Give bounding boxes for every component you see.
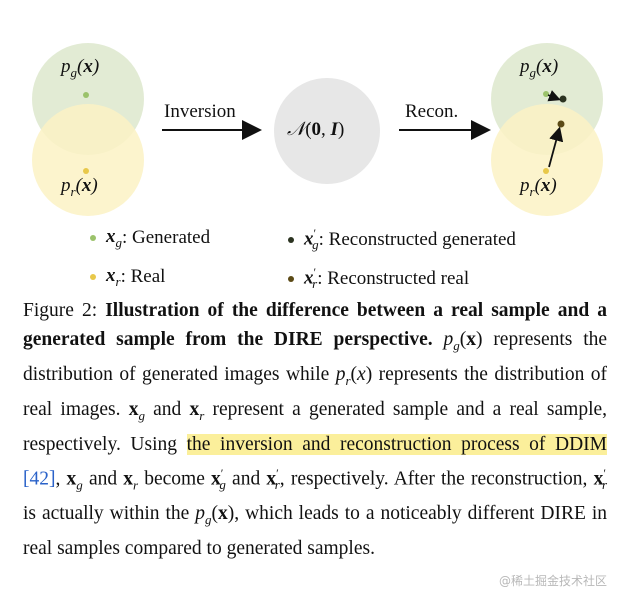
- right-real-arrow: [548, 126, 564, 168]
- caption-text-3: and: [153, 398, 182, 420]
- legend-recon-real-dot: [288, 275, 294, 282]
- caption-text-4: represent a generated sample and a real …: [23, 398, 608, 455]
- left-pr-label: pr(x): [61, 175, 98, 199]
- watermark: @稀土掘金技术社区: [498, 574, 607, 588]
- caption-title: Illustration of the difference between a…: [23, 300, 607, 350]
- legend-reconstructed-generated: x′g: Reconstructed generated: [288, 226, 516, 253]
- caption-text-2: represents the distribution of real imag…: [23, 363, 607, 420]
- figure-caption: Figure 2: Illustration of the difference…: [23, 300, 608, 559]
- legend-generated: xg: Generated: [90, 226, 210, 251]
- legend-reconstructed-real: x′r: Reconstructed real: [288, 265, 469, 292]
- right-pr-label: pr(x): [520, 175, 557, 199]
- figure-diagram: pg(x) pr(x) Inversion 𝒩(0, I) Recon. pg(…: [0, 0, 623, 295]
- legend-real: xr: Real: [90, 265, 165, 290]
- right-real-dot: [543, 168, 549, 174]
- left-real-dot: [83, 168, 89, 174]
- right-real-circle: [491, 104, 603, 216]
- caption-highlight: the inversion and reconstruction process…: [186, 433, 607, 455]
- diagram-svg: [32, 43, 603, 216]
- caption-text-5: ,: [55, 468, 61, 490]
- caption-text-8: and: [232, 468, 261, 490]
- right-generated-arrow: [547, 90, 561, 102]
- center-gaussian-circle: [274, 78, 380, 184]
- caption-text-1: represents the distribution of generated…: [23, 329, 608, 385]
- recon-label: Recon.: [405, 101, 459, 122]
- legend-recon-generated-dot: [288, 236, 294, 243]
- caption-text-6: and: [88, 468, 118, 490]
- right-recon-real-dot: [557, 120, 565, 128]
- caption-text-10: is actually within the: [23, 503, 190, 525]
- legend-real-dot: [90, 274, 96, 281]
- inversion-label: Inversion: [164, 101, 236, 122]
- right-pg-label: pg(x): [520, 56, 559, 80]
- caption-text-9: , respectively. After the reconstruction…: [279, 468, 588, 490]
- right-recon-generated-dot: [559, 95, 567, 103]
- figure-number: Figure 2:: [23, 300, 98, 321]
- left-generated-dot: [83, 92, 89, 98]
- caption-text-7: become: [144, 468, 205, 490]
- right-generated-dot: [543, 91, 549, 97]
- left-pg-label: pg(x): [61, 56, 100, 80]
- caption-text-11: , which leads to a noticeably different …: [23, 503, 607, 559]
- left-real-circle: [32, 104, 144, 216]
- center-normal-label: 𝒩(0, I): [287, 118, 345, 140]
- legend-generated-dot: [90, 235, 96, 242]
- citation-link[interactable]: [42]: [23, 468, 56, 490]
